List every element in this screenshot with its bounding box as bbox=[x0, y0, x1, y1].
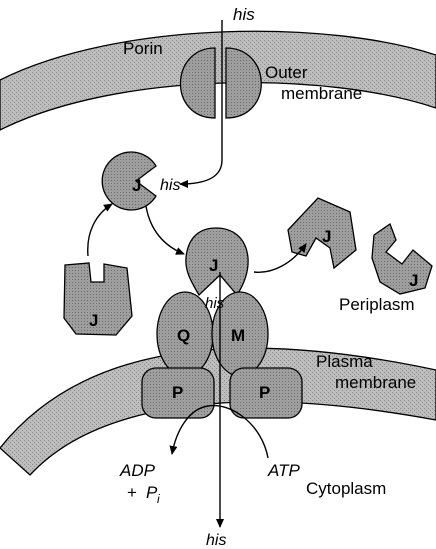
porin-label: Porin bbox=[123, 39, 163, 58]
outer-membrane bbox=[0, 31, 436, 130]
cytoplasm-label: Cytoplasm bbox=[306, 479, 386, 498]
atp-label: ATP bbox=[267, 461, 300, 480]
his-top-label: his bbox=[233, 5, 255, 24]
periplasm-label: Periplasm bbox=[339, 295, 415, 314]
j-protein-binding bbox=[102, 152, 156, 210]
j-free-right-label: J bbox=[409, 271, 418, 290]
j-protein-free-right bbox=[372, 224, 432, 294]
plasma-membrane-label-line1: Plasma bbox=[316, 352, 373, 371]
p-right-label: P bbox=[259, 383, 270, 402]
j-recycle-arrow bbox=[88, 204, 112, 256]
pi-subscript: i bbox=[157, 492, 160, 506]
his-bottom-label: his bbox=[206, 532, 226, 549]
j-released-label: J bbox=[322, 227, 331, 246]
j-dock-arrow bbox=[146, 206, 184, 254]
adp-label: ADP bbox=[119, 461, 156, 480]
plasma-membrane-label-line2: membrane bbox=[335, 373, 416, 392]
his-bound-label: his bbox=[160, 177, 180, 194]
outer-membrane-label-line2: membrane bbox=[281, 84, 362, 103]
p-left-label: P bbox=[172, 383, 183, 402]
j-docked-label: J bbox=[209, 256, 218, 275]
plus-label: + bbox=[127, 483, 137, 502]
outer-membrane-label-line1: Outer bbox=[265, 63, 308, 82]
m-label: M bbox=[231, 326, 245, 345]
j-binding-label: J bbox=[132, 176, 141, 195]
j-free-left-label: J bbox=[89, 311, 98, 330]
q-label: Q bbox=[177, 326, 190, 345]
his-channel-label: his bbox=[205, 295, 225, 312]
